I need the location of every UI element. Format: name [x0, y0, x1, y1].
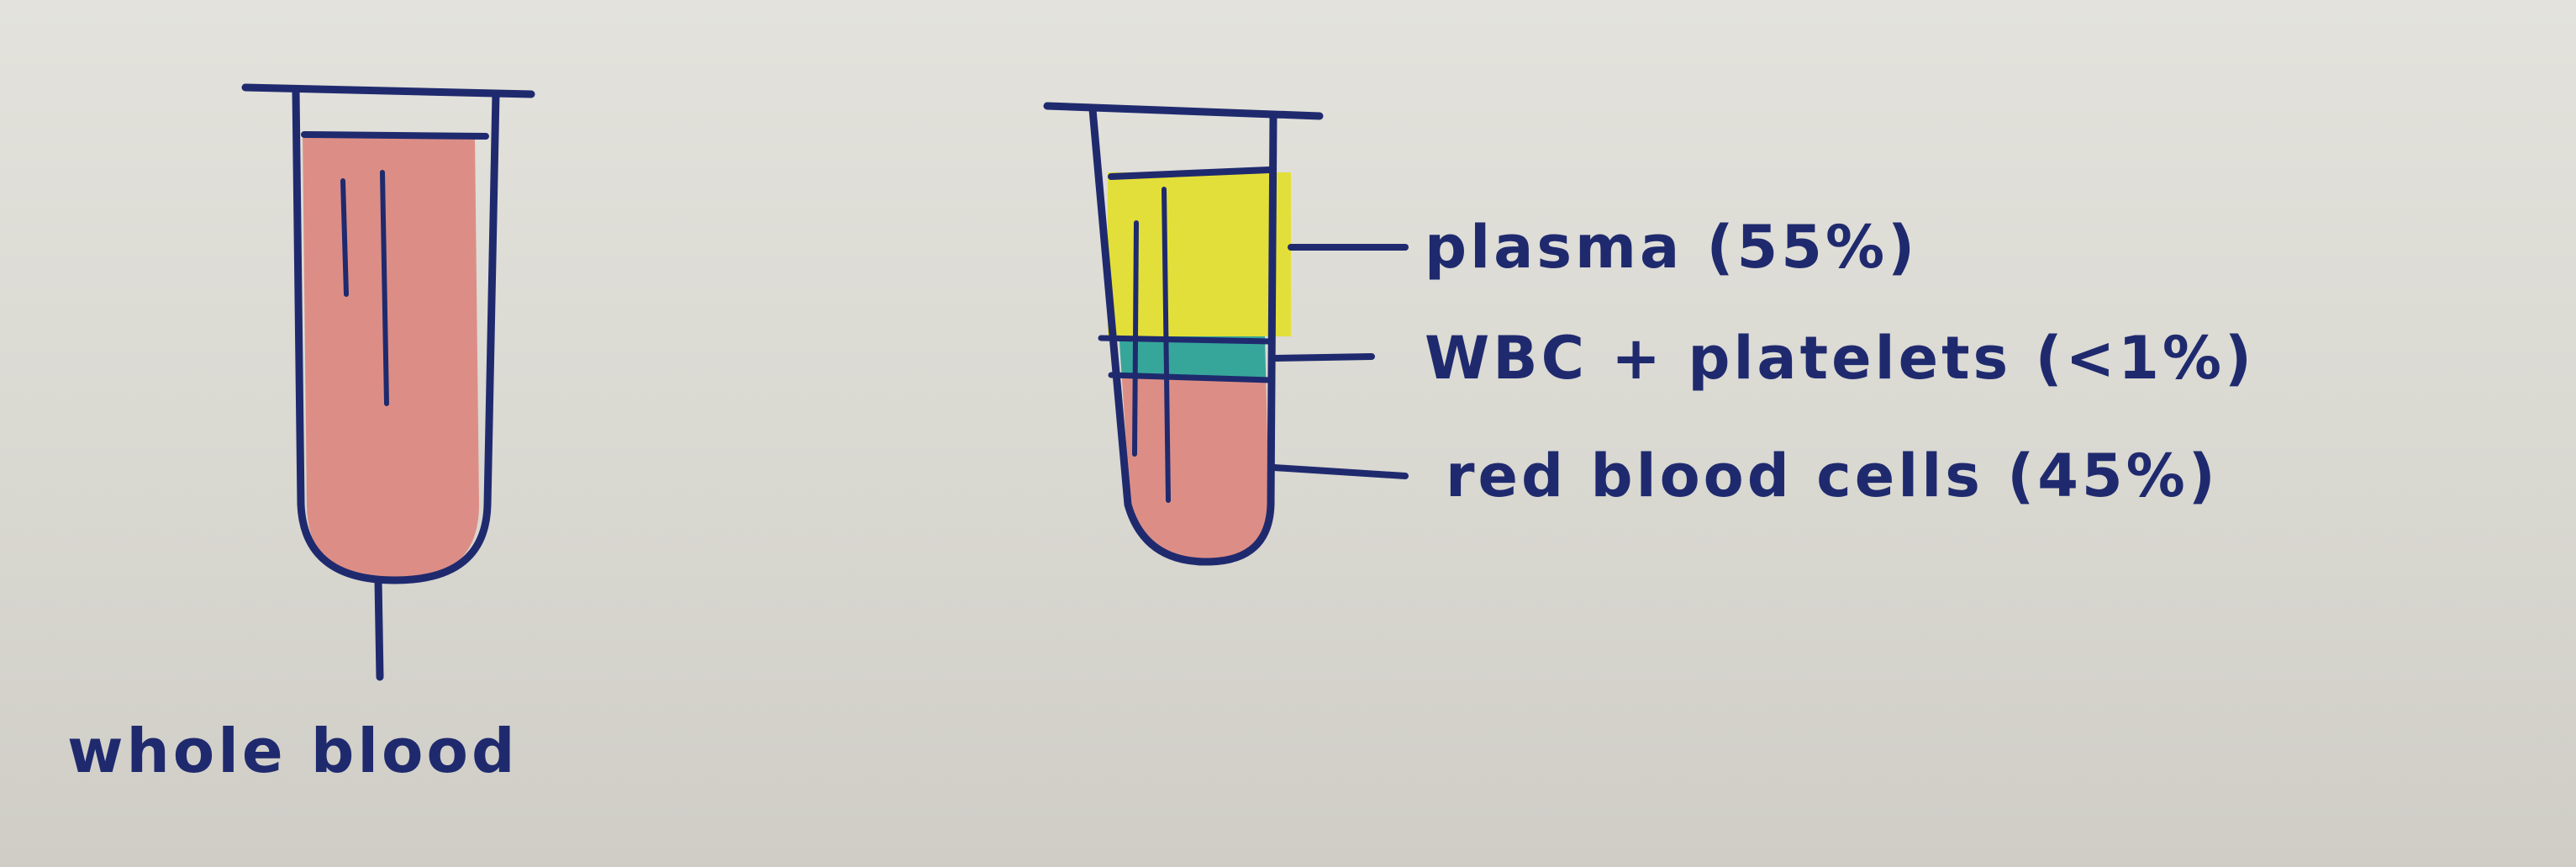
- tube1-outline: [292, 87, 500, 584]
- red-blood-cells-label: red blood cells (45%): [1446, 441, 2219, 510]
- wbc-platelets-label: WBC + platelets (<1%): [1425, 324, 2255, 393]
- whole-blood-label: whole blood: [67, 716, 519, 786]
- plasma-label: plasma (55%): [1425, 213, 1918, 282]
- tube2-fill-line: [1108, 167, 1272, 180]
- tube2-glare-2: [1162, 187, 1171, 503]
- plasma-boundary: [1098, 335, 1274, 345]
- separated-blood-tube: [1043, 102, 1409, 566]
- tube1-rim: [241, 83, 535, 98]
- tube1-glare-1: [340, 178, 349, 297]
- tube2-glare-1: [1132, 220, 1139, 457]
- tube1-glare-2: [380, 170, 389, 406]
- tube2-outline: [1088, 105, 1277, 566]
- whole-blood-tube: [241, 83, 535, 681]
- whole-blood-pointer: [374, 576, 384, 681]
- tube1-fill-line: [301, 131, 489, 140]
- whole-blood-fill: [303, 135, 479, 580]
- rbc-leader: [1271, 464, 1409, 479]
- wbc-leader: [1271, 353, 1375, 362]
- tube2-rim: [1043, 102, 1324, 120]
